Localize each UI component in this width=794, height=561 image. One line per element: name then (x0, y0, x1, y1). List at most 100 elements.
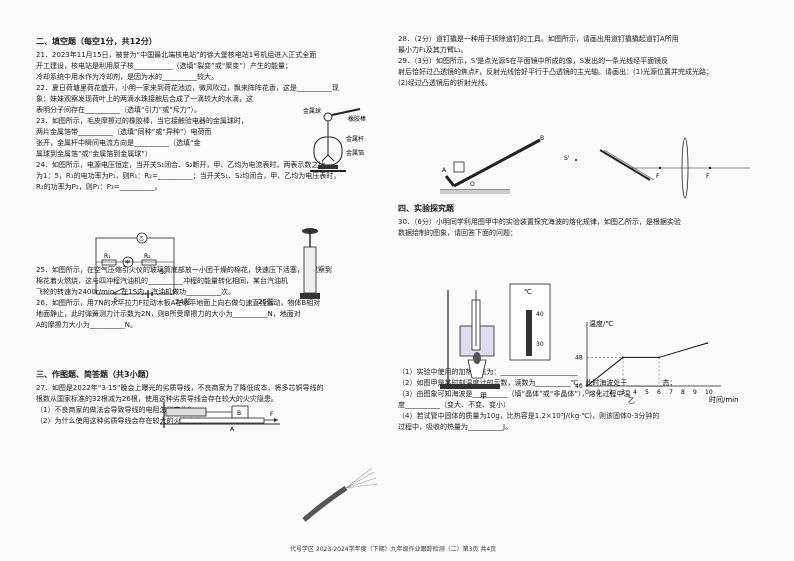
thermometer-unit: ℃ (524, 288, 532, 296)
q27-line2: 根数从国家标准的32根减为26根，使用这种劣质导线会存在较大的火灾隐患。 (36, 395, 278, 403)
mirror-hatch (603, 149, 655, 181)
label-o: O (470, 181, 475, 188)
figure-24-circuit: R₁ R₂ S₂ S₁ 甲 乙 (95, 232, 175, 302)
lever-bar (453, 138, 541, 188)
q21-line2: 开工建设，核电站是利用原子核___________（选填“裂变”或“聚变”）产生… (36, 62, 293, 70)
rubber-rod (331, 108, 361, 116)
metal-foil-left (321, 154, 329, 162)
q22-line3: 表明分子间存在__________（选填“引力”或“斥力”）。 (36, 106, 202, 114)
q27-line1: 27．如图是2022年“3·15”晚会上曝光的劣质导线，不良商家为了降低成本，将… (36, 384, 324, 392)
caption-25: 25题 (258, 298, 274, 306)
thermometer-tick-30: 30 (536, 341, 544, 348)
force-f-arrowhead (274, 418, 278, 422)
question-27: 27．如图是2022年“3·15”晚会上曝光的劣质导线，不良商家为了降低成本，将… (36, 383, 336, 427)
q24-line3: R₁的功率为P₂，则P₁：P₂=__________。 (36, 183, 162, 191)
x-tick-label: 0 (585, 389, 589, 396)
image-s-prime (575, 159, 577, 161)
question-30: 30．（6分）小明同学利用图甲中的实验装置探究海波的熔化规律，如图乙所示，是根据… (398, 217, 760, 239)
label-s2: S₂ (160, 269, 167, 276)
lever-hook (444, 175, 456, 187)
rail-fill (440, 190, 510, 194)
question-29: 29．（3分）如图所示，S'是点光源S在平面镜中所成的像，S发出的一条光线经平面… (398, 56, 760, 89)
focal-point-left (658, 166, 662, 170)
q27-line4: （2）为什么使用这种劣质导线会存在较大的火灾隐患 (36, 417, 202, 425)
label-a: A (230, 426, 235, 433)
tube-base (300, 293, 320, 299)
q23-line2: 两片金属箔带__________（选填“同种”或“异种”）电荷而 (36, 128, 212, 136)
x-tick-label: 3 (621, 389, 625, 396)
lamp-flame (473, 352, 481, 364)
figure-25-air-compression (300, 228, 320, 299)
figure-row-24-25 (36, 193, 388, 265)
q23-line3: 张开，金属杆中瞬间电流方向是__________（选填“金 (36, 139, 201, 147)
q30-sub4: 度__________（变大、不变、变小） (398, 401, 510, 409)
convex-lens (681, 137, 689, 199)
figure-23-electroscope: 金属球 橡胶棒 金属杆 金属箔 (303, 107, 366, 172)
glass-tube (303, 246, 317, 294)
y-axis-label: 温度/℃ (589, 319, 613, 328)
q25-line1: 25．如图所示，在空气压缩引火仪的玻璃筒底部放一小团干燥的棉花，快速压下活塞，可… (36, 266, 332, 274)
switch-s1 (111, 287, 125, 295)
section-exp-title: 四、实验探究题 (398, 204, 454, 213)
q24-line1: 24．如图所示，电源电压恒定，当开关S₁闭合、S₂断开，甲、乙均为电流表时，两表… (36, 161, 326, 169)
resistor-r1 (101, 259, 117, 266)
section-fill-title: 二、填空题（每空1分，共12分） (36, 37, 157, 46)
y-tick-label: 40 (575, 383, 583, 390)
question-28: 28．（2分）道钉撬是一种用于拆除道钉的工具。如图所示，请画出用道钉撬撬起道钉A… (398, 34, 760, 56)
q26-line3: A的摩擦力大小为__________N。 (36, 321, 138, 329)
nail-a (453, 161, 465, 173)
data-point (658, 356, 660, 359)
q22-line2: 象；妹妹观察发现荷叶上的两滴水珠接触后合成了一滴较大的水滴，这 (36, 95, 253, 103)
spring-scale (165, 407, 207, 417)
q23-line1: 23．如图所示，毛皮摩擦过的橡胶棒，当它接触验电器的金属球时， (36, 117, 248, 125)
q30-sub1: （1）实验中使用的加热方法为：______________________ (398, 368, 578, 376)
q30-line1: 30．（6分）小明同学利用图甲中的实验装置探究海波的熔化规律，如图乙所示，是根据… (398, 218, 681, 226)
q30-sub6: 过程中，吸收的热量为__________J。 (398, 423, 513, 431)
q27-line3: （1）不良商家的做法会导致导线的电阻怎样变化？ (36, 406, 195, 414)
q29-line1: 29．（3分）如图所示，S'是点光源S在平面镜中所成的像，S发出的一条光线经平面… (398, 57, 669, 65)
series-line (586, 342, 708, 387)
label-s-prime: S' (564, 155, 570, 162)
label-yi: 乙 (139, 235, 144, 242)
q23-line4: 属球到金属箔”或“金属箔到金属球”） (36, 150, 152, 158)
label-b: B (540, 135, 544, 142)
label-s1: S₁ (114, 297, 121, 302)
question-24: 24．如图所示，电源电压恒定，当开关S₁闭合、S₂断开，甲、乙均为电流表时，两表… (36, 160, 388, 193)
plane-mirror (599, 149, 651, 181)
label-metal-ball: 金属球 (303, 107, 321, 115)
question-25: 25．如图所示，在空气压缩引火仪的玻璃筒底部放一小团干燥的棉花，快速压下活塞，可… (36, 265, 388, 298)
data-point (586, 385, 588, 387)
label-f-right: F (706, 173, 710, 180)
resistor-r2 (141, 259, 157, 266)
x-axis-label: 时间/min (709, 395, 739, 404)
q28-line1: 28．（2分）道钉撬是一种用于拆除道钉的工具。如图所示，请画出用道钉撬撬起道钉A… (398, 35, 679, 43)
x-tick-label: 1 (597, 389, 601, 396)
wire-strands (345, 467, 379, 489)
data-point (622, 356, 624, 359)
label-f-left: F (656, 173, 660, 180)
metal-ball (323, 112, 333, 122)
x-tick-label: 4 (633, 389, 637, 396)
q21-line1: 21．2023年11月15日，被誉为“中国最北端核电站”的徐大堡核电站1号机组进… (36, 51, 317, 59)
x-tick-label: 2 (609, 389, 613, 396)
data-point (706, 342, 708, 345)
question-22: 22．夏日荷塘里荷花盛开，小明一家来到荷花池边，微风吹过，飘来阵阵花香，这是__… (36, 83, 388, 116)
label-a: A (442, 167, 447, 174)
figure-26-friction: B A F (160, 402, 280, 433)
q26-line1: 26．如图所示，用7N的水平拉力F拉动木板A在水平地面上向右做匀速直线运动，物体… (36, 299, 321, 307)
q24-line2: 为1：5，R₁的电功率为P₁，则R₁：R₂=__________；当开关S₁、S… (36, 172, 341, 180)
q29-line3: (2)经过凸透镜后的折射光线。 (398, 79, 492, 87)
board-a (179, 417, 265, 424)
label-jia: 甲 (125, 260, 130, 266)
question-30-subs: （1）实验中使用的加热方法为：______________________ （2… (398, 367, 760, 433)
q29-line2: 射后恰好过凸透镜的焦点F，反射光线恰好平行于凸透镜的主光轴。请画出：(1)光源位… (398, 68, 713, 76)
page-footer: 代号学区 2023-2024学年度（下期）九年级作业跟踪检测（二）第3页 共4页 (290, 546, 497, 553)
figure-row-26 (36, 331, 388, 367)
figure-28-lever: A B O (440, 135, 544, 194)
wire-insulation (302, 485, 348, 522)
figure-30-apparatus: ℃ 40 30 甲 (440, 283, 551, 400)
left-column: 二、填空题（每空1分，共12分） 21．2023年11月15日，被誉为“中国最北… (36, 34, 388, 427)
q30-sub3: （3）由图象可知海波是__________（填“晶体”或“非晶体”），熔化过程中… (398, 390, 631, 398)
